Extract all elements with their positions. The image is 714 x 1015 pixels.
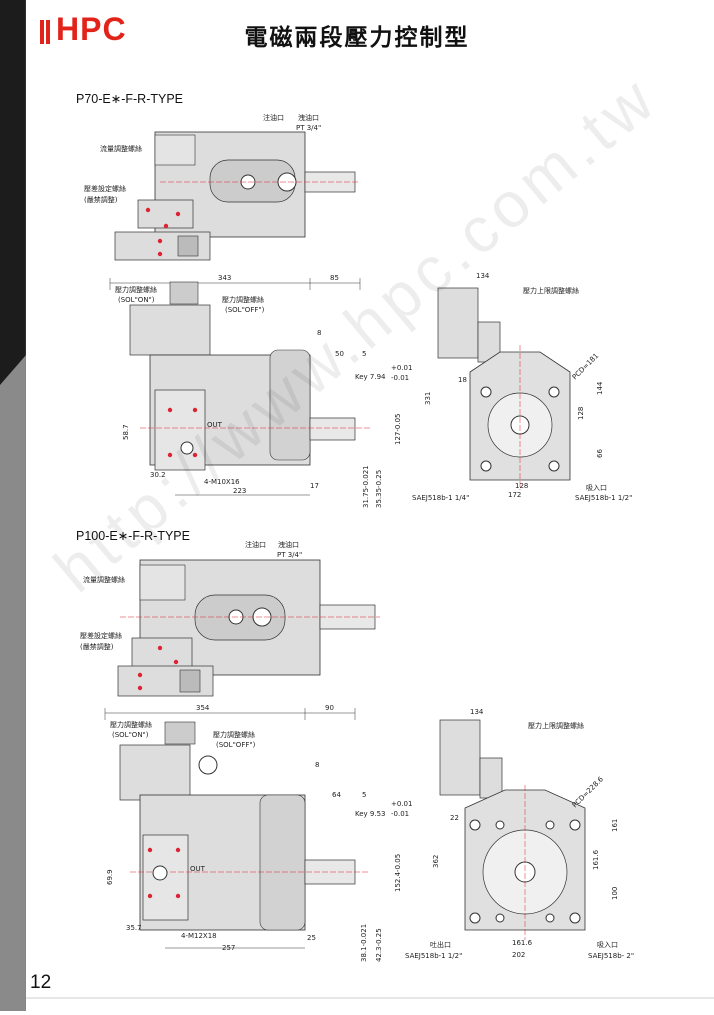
s1-sae-out-label: SAEJ518b-1 1/4" bbox=[412, 494, 469, 502]
s1-flow-screw-label: 流量調整螺絲 bbox=[100, 144, 142, 153]
s1-dim-5: 5 bbox=[362, 350, 366, 358]
s1-upper-limit-label: 壓力上限調整螺絲 bbox=[523, 286, 579, 295]
s2-dim-5: 5 bbox=[362, 791, 366, 799]
s1-dim-343: 343 bbox=[218, 274, 231, 282]
s1-key-label: Key 7.94 bbox=[355, 373, 386, 381]
s2-bolt-label: 4-M12X18 bbox=[181, 932, 217, 940]
section2-model: P100-E∗-F-R-TYPE bbox=[76, 529, 190, 543]
s2-sol-on-label: (SOL"ON") bbox=[112, 731, 149, 739]
s1-front-dim-66: 66 bbox=[596, 449, 604, 458]
s2-dim-90: 90 bbox=[325, 704, 334, 712]
s2-dim-25: 25 bbox=[307, 934, 316, 942]
s1-dim-31-75: 31.75-0.021 bbox=[362, 465, 370, 508]
s2-pressure-screw-label: 壓力調整螺絲 bbox=[110, 720, 152, 729]
logo-mark-icon bbox=[40, 20, 50, 44]
s1-front-dim-172: 172 bbox=[508, 491, 521, 499]
s2-front-dim-22: 22 bbox=[450, 814, 459, 822]
s1-sol-off-label: (SOL"OFF") bbox=[225, 306, 265, 314]
s1-bolt-label: 4-M10X16 bbox=[204, 478, 240, 486]
s2-dim-69-9: 69.9 bbox=[106, 869, 114, 885]
s2-flow-screw-label: 流量調整螺絲 bbox=[83, 575, 125, 584]
s2-front-dim-161-6h: 161.6 bbox=[512, 939, 533, 947]
s1-front-dim-18: 18 bbox=[458, 376, 467, 384]
s2-dim-64: 64 bbox=[332, 791, 341, 799]
s1-dim-85: 85 bbox=[330, 274, 339, 282]
s2-pressure-screw2-label: 壓力調整螺絲 bbox=[213, 730, 255, 739]
s1-dim-35-35: 35.35-0.25 bbox=[375, 470, 383, 508]
s1-dim-223: 223 bbox=[233, 487, 246, 495]
s2-dim-354: 354 bbox=[196, 704, 210, 712]
s2-dim-42-3: 42.3-0.25 bbox=[375, 928, 383, 962]
s2-key-tol-minus: -0.01 bbox=[391, 810, 409, 818]
s2-diff-screw-label: 壓差設定螺絲 bbox=[80, 631, 122, 640]
s2-front-dim-161: 161 bbox=[611, 819, 619, 832]
s1-pressure-screw-label: 壓力調整螺絲 bbox=[115, 285, 157, 294]
s1-front-dim-pcd: PCD=181 bbox=[571, 352, 601, 382]
s1-drain-port-label: 洩油口 bbox=[298, 113, 319, 122]
s1-key-tol-minus: -0.01 bbox=[391, 374, 409, 382]
s2-sae-out-label: SAEJ518b-1 1/2" bbox=[405, 952, 462, 960]
s2-front-dim-202: 202 bbox=[512, 951, 525, 959]
s1-front-dim-134: 134 bbox=[476, 272, 490, 280]
hpc-logo bbox=[38, 14, 130, 50]
s2-front-dim-134: 134 bbox=[470, 708, 484, 716]
s2-inlet-label: 吸入口 bbox=[597, 941, 618, 949]
s1-dim-50: 50 bbox=[335, 350, 344, 358]
s2-front-dim-100: 100 bbox=[611, 887, 619, 900]
page-number: 12 bbox=[30, 972, 52, 993]
s1-front-dim-128v: 128 bbox=[577, 407, 585, 420]
s1-front-view bbox=[437, 287, 571, 490]
s1-out-label: OUT bbox=[207, 421, 223, 429]
s2-drain-port-label: 洩油口 bbox=[278, 540, 299, 549]
s2-front-dim-pcd: PCD=228.6 bbox=[571, 775, 606, 810]
s2-front-dim-161-6v: 161.6 bbox=[592, 849, 600, 870]
s1-front-dim-144: 144 bbox=[596, 381, 604, 395]
s1-drain-thread-label: PT 3/4" bbox=[296, 124, 321, 132]
s1-sae-in-label: SAEJ518b-1 1/2" bbox=[575, 494, 632, 502]
s2-side-view bbox=[104, 708, 370, 949]
s1-fill-port-label: 注油口 bbox=[263, 113, 284, 122]
s2-key-label: Key 9.53 bbox=[355, 810, 386, 818]
s1-sol-on-label: (SOL"ON") bbox=[118, 296, 155, 304]
s2-dim-152-4: 152.4-0.05 bbox=[394, 854, 402, 892]
s2-sae-in-label: SAEJ518b- 2" bbox=[588, 952, 634, 960]
s2-diff-note-label: (嚴禁調整) bbox=[80, 642, 114, 651]
s2-top-view bbox=[117, 559, 380, 697]
s1-side-view bbox=[109, 278, 370, 496]
logo-text: HPC bbox=[56, 11, 127, 47]
s2-key-tol-plus: +0.01 bbox=[391, 800, 412, 808]
s2-dim-257: 257 bbox=[222, 944, 235, 952]
s2-out-label: OUT bbox=[190, 865, 206, 873]
s2-sol-off-label: (SOL"OFF") bbox=[216, 741, 256, 749]
s1-dim-8: 8 bbox=[317, 329, 321, 337]
page-title: 電磁兩段壓力控制型 bbox=[244, 25, 470, 51]
s1-key-tol-plus: +0.01 bbox=[391, 364, 412, 372]
section1-model: P70-E∗-F-R-TYPE bbox=[76, 92, 184, 106]
s1-pressure-screw2-label: 壓力調整螺絲 bbox=[222, 295, 264, 304]
s1-diff-screw-label: 壓差設定螺絲 bbox=[84, 184, 126, 193]
s2-dim-38-1: 38.1-0.021 bbox=[360, 924, 368, 962]
s2-dim-8: 8 bbox=[315, 761, 319, 769]
s1-dim-17: 17 bbox=[310, 482, 319, 490]
s2-front-dim-362: 362 bbox=[432, 855, 440, 868]
s1-front-dim-128h: 128 bbox=[515, 482, 528, 490]
s2-drain-thread-label: PT 3/4" bbox=[277, 551, 302, 559]
s1-top-view bbox=[114, 131, 360, 261]
s2-front-view bbox=[439, 719, 586, 940]
s2-fill-port-label: 注油口 bbox=[245, 540, 266, 549]
s1-dim-30-2: 30.2 bbox=[150, 471, 166, 479]
s1-dim-127: 127-0.05 bbox=[394, 414, 402, 445]
s1-front-dim-331: 331 bbox=[424, 392, 432, 405]
s1-dim-58-7: 58.7 bbox=[122, 424, 130, 440]
s2-upper-limit-label: 壓力上限調整螺絲 bbox=[528, 721, 584, 730]
s2-dim-35-7: 35.7 bbox=[126, 924, 142, 932]
s1-diff-note-label: (嚴禁調整) bbox=[84, 195, 118, 204]
s2-outlet-label: 吐出口 bbox=[430, 940, 451, 949]
s1-inlet-label: 吸入口 bbox=[586, 484, 607, 492]
